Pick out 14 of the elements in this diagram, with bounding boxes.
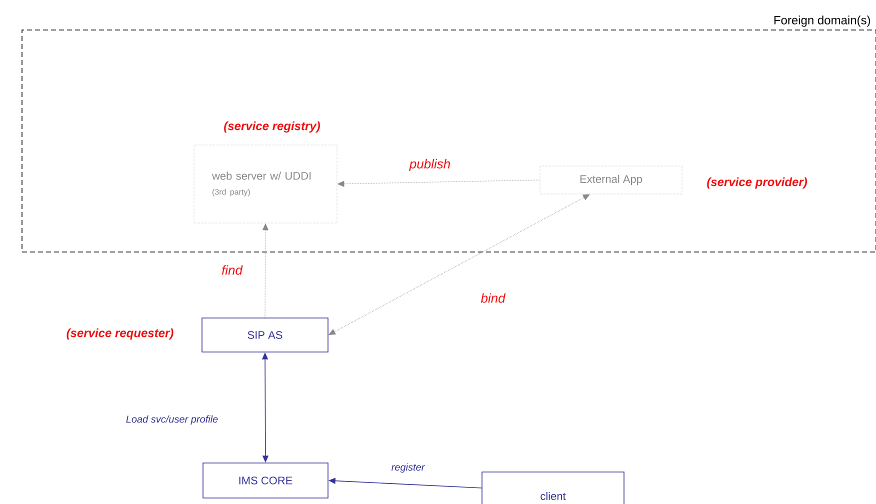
role-label: (service requester) [66, 328, 174, 340]
server-box: web server w/ UDDI (3rd party) [194, 144, 338, 224]
role-label: (service provider) [707, 177, 807, 189]
edge-label: publish [408, 158, 452, 172]
client-box: client [482, 472, 624, 504]
edge-label: Load svc/user profile [124, 414, 220, 426]
edge-label: register [390, 462, 426, 474]
server-box: SIP AS [202, 318, 328, 352]
node-label: Foreign domain(s) [774, 16, 870, 27]
edge-label: bind [480, 292, 506, 304]
core-box: IMS CORE [202, 462, 328, 498]
edge-label: find [220, 264, 244, 276]
app-box: External App [540, 166, 682, 194]
role-label: (service registry) [224, 121, 320, 133]
